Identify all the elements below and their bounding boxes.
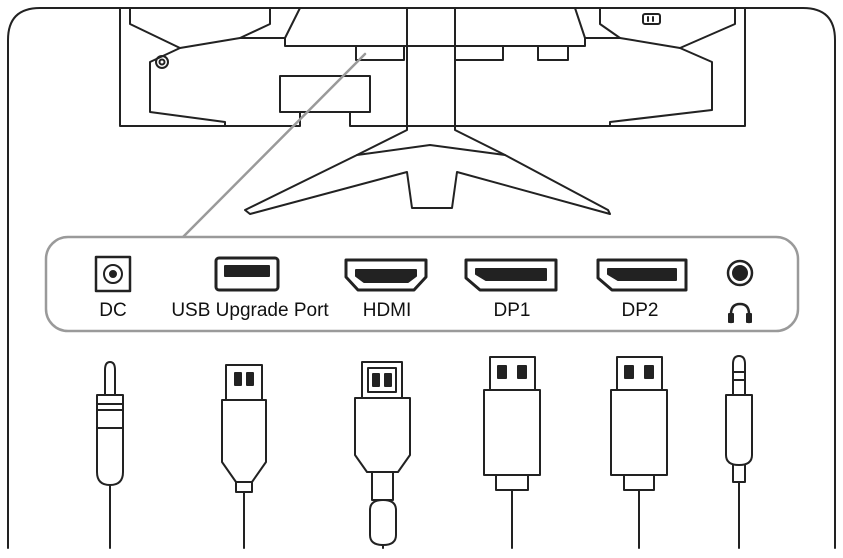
audio-jack-plug-icon <box>725 355 753 549</box>
port-label-dp2: DP2 <box>621 300 659 321</box>
dp-plug-icon-2 <box>610 356 668 549</box>
monitor-back <box>119 7 746 127</box>
outer-frame <box>7 7 836 549</box>
monitor-stand <box>244 7 611 215</box>
port-label-dc: DC <box>99 300 127 321</box>
dc-jack-icon <box>94 255 132 293</box>
port-label-hdmi: HDMI <box>362 300 412 321</box>
usb-plug-icon <box>221 364 267 549</box>
usb-a-port-icon <box>214 256 280 292</box>
port-label-usb: USB Upgrade Port <box>171 300 329 321</box>
hdmi-plug-icon <box>354 361 411 549</box>
displayport-icon-1 <box>464 258 558 292</box>
audio-port-icon <box>726 259 754 287</box>
displayport-icon-2 <box>596 258 688 292</box>
headphone-icon <box>728 302 752 324</box>
dp-plug-icon-1 <box>483 356 541 549</box>
dc-plug-icon <box>96 361 124 549</box>
hdmi-port-icon <box>344 258 428 292</box>
callout-line <box>181 52 367 239</box>
port-label-dp1: DP1 <box>493 300 531 321</box>
